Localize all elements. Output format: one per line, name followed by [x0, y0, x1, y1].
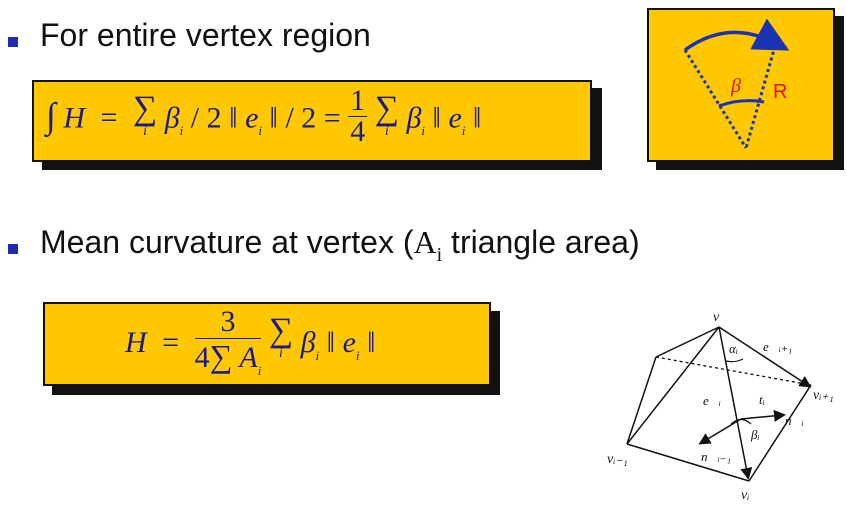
formula-1-sum2: ∑	[374, 89, 399, 127]
beta-label: β	[730, 75, 741, 97]
bullet-marker-1	[8, 37, 18, 47]
bullet-text-2: Mean curvature at vertex (Ai triangle ar…	[40, 224, 640, 266]
pyr-label-v-i1: vᵢ₊₁	[813, 388, 834, 403]
formula-2-beta-sub: i	[315, 347, 320, 363]
integral-symbol: ∫	[46, 95, 56, 136]
pyramid-diagram: v αᵢ e⃗ᵢ₊₁ vᵢ₊₁ e⃗ᵢ tᵢ n⃗ᵢ βᵢ n⃗ᵢ₋₁ vᵢ₋₁…	[607, 310, 834, 503]
formula-2-eq: =	[162, 325, 180, 359]
formula-1-beta2-sub: i	[421, 123, 426, 139]
formula-1-norm-open: ‖	[432, 101, 441, 135]
formula-1-e-sub: i	[258, 123, 263, 139]
pyr-label-v-i: vᵢ	[741, 488, 749, 503]
angle-diagram: β R	[683, 18, 790, 149]
pyr-normal-i-minus	[698, 418, 742, 445]
formula-1-e2: e	[448, 101, 462, 135]
pyr-normal-i	[740, 409, 786, 422]
formula-1-e: e	[245, 101, 259, 135]
pyr-edge-apex-left-front	[626, 326, 720, 445]
formula-2-box: H = 3 4∑ Ai ∑ i βi ‖ ei ‖	[43, 302, 491, 386]
pyr-edge-right-front	[748, 384, 812, 482]
pyr-edge-left-back	[626, 356, 657, 445]
pyr-label-alpha: αᵢ	[729, 341, 738, 356]
formula-1-sum-index: i	[143, 123, 148, 139]
formula-1-frac-den: 4	[350, 115, 366, 148]
formula-1-sum: ∑	[132, 89, 158, 127]
pyr-label-e-i1: e⃗ᵢ₊₁	[763, 339, 792, 354]
formula-1-sum2-index: i	[384, 123, 389, 139]
bullet-2-suffix: triangle area)	[442, 224, 640, 260]
formula-2-frac-den-A: A	[239, 341, 258, 374]
pyr-edge-apex-front	[718, 326, 753, 480]
angle-diagram-box: β R	[647, 8, 835, 162]
formula-1-e2-sub: i	[461, 123, 466, 139]
bullet-2-prefix: Mean curvature at vertex (	[40, 224, 414, 260]
formula-1-div2a: / 2 ‖	[190, 101, 238, 135]
formula-2: H = 3 4∑ Ai ∑ i βi ‖ ei ‖	[125, 306, 376, 384]
formula-1-beta-sub: i	[179, 123, 184, 139]
formula-1-div2b: ‖ / 2 =	[269, 101, 341, 135]
formula-1-frac-num: 1	[348, 84, 368, 117]
formula-1-lhs: H	[63, 101, 86, 135]
formula-2-beta: β	[300, 325, 316, 359]
formula-2-sum: ∑	[268, 312, 294, 349]
pyr-label-v: v	[713, 310, 720, 325]
formula-1: ∫ H = ∑ i βi / 2 ‖ ei ‖ / 2 = 1 4 ∑ i βi…	[46, 86, 482, 160]
bullet-marker-2	[8, 244, 18, 254]
angle-inner-arc	[718, 99, 765, 108]
pyr-edge-back-dotted	[655, 356, 812, 386]
formula-1-norm-close: ‖	[472, 101, 482, 135]
pyr-edge-left-front	[626, 443, 750, 482]
formula-2-frac-den-A-sub: i	[257, 363, 262, 378]
formula-2-norm-close: ‖	[367, 325, 376, 359]
pyr-edge-apex-right	[718, 326, 812, 388]
pyr-label-v-i-minus: vᵢ₋₁	[607, 452, 628, 467]
formula-2-e-sub: i	[355, 347, 360, 363]
bullet-text-1: For entire vertex region	[40, 17, 371, 53]
formula-1-beta2: β	[406, 101, 422, 135]
formula-1-box: ∫ H = ∑ i βi / 2 ‖ ei ‖ / 2 = 1 4 ∑ i βi…	[32, 80, 592, 162]
formula-2-norm-open: ‖	[326, 325, 336, 359]
pyr-label-t-i: tᵢ	[759, 392, 765, 407]
pyr-edge-apex-left-back	[655, 326, 720, 358]
r-label: R	[773, 81, 787, 103]
pyr-label-n-i-minus: n⃗ᵢ₋₁	[701, 449, 731, 464]
formula-2-frac-den-4: 4	[194, 341, 210, 374]
angle-right-ray	[744, 45, 777, 149]
formula-2-lhs: H	[125, 325, 147, 359]
angle-left-ray	[683, 49, 748, 149]
formula-2-frac-den-sum: ∑	[209, 338, 233, 374]
formula-2-sum-index: i	[279, 346, 283, 361]
pyr-label-e-i: e⃗ᵢ	[703, 393, 721, 408]
formula-2-frac-num: 3	[194, 306, 262, 339]
bullet-2-area: A	[413, 224, 437, 260]
bullet-2-area-sub: i	[436, 244, 443, 266]
pyr-label-n-i: n⃗ᵢ	[785, 413, 804, 428]
angle-outer-arc	[683, 18, 790, 52]
pyr-label-beta-i: βᵢ	[750, 427, 760, 442]
pyr-alpha-arc	[725, 358, 744, 363]
formula-1-beta: β	[164, 101, 180, 135]
formula-1-eq: =	[100, 101, 118, 135]
formula-2-e: e	[342, 325, 356, 359]
